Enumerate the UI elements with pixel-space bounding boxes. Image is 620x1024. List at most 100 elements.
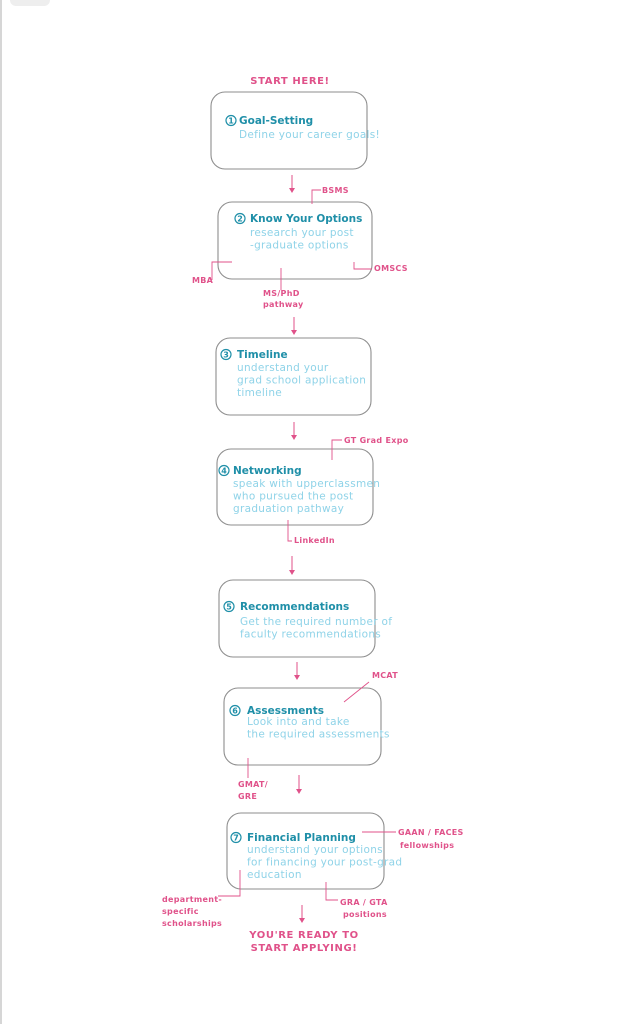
leader-mba [211,261,232,280]
step-description-line: who pursued the post [233,491,353,503]
leader-bsms [311,189,321,204]
annotation-text: MCAT [372,671,398,680]
step-description-line: the required assessments [247,729,390,741]
step-title: Recommendations [240,601,349,613]
step-box-outline [226,812,385,890]
leader-gt-grad-expo [331,439,342,460]
annotation-text: MS/PhD [263,289,300,298]
step-number: 1 [228,117,234,126]
leader-gra-gta [325,882,338,901]
leader-linkedin [287,520,292,542]
step-box-outline [217,201,373,280]
step-number-circle [218,464,230,477]
annotation-mba: MBA [192,276,214,285]
annotation-gmat-gre: GMAT/GRE [238,780,268,801]
step-description-line: research your post [250,227,354,239]
step-number: 3 [223,351,229,360]
step-number-circle [220,348,232,361]
step-number-circle [225,114,237,127]
step-number: 7 [233,834,239,843]
annotation-text: MBA [192,276,214,285]
step-number-circle [234,212,246,225]
annotation-text: OMSCS [374,264,408,273]
start-label: START HERE! [250,76,329,87]
annotation-text: department- [162,895,222,904]
leader-mcat [343,681,370,703]
corner-smudge [10,0,50,6]
step-box-outline [223,687,382,766]
annotation-linkedin: LinkedIn [294,536,335,545]
arrow-step2-to-step3 [291,317,297,335]
step-number: 6 [232,707,238,716]
step-box-outline [216,448,374,526]
annotation-gt-grad-expo: GT Grad Expo [344,436,409,445]
arrow-step7-to-end [299,905,305,923]
step-description-line: understand your [237,362,329,374]
annotation-omscs: OMSCS [374,264,408,273]
annotation-text: GMAT/ [238,780,268,789]
step-box-outline [210,91,368,170]
annotation-text: GAAN / FACES [398,828,464,837]
step-number-circle [229,704,241,717]
step-box-2: 2 Know Your Options research your post-gra… [217,201,373,280]
step-number-circle [230,831,242,844]
leader-department-scholarships [218,870,241,897]
step-description-line: Define your career goals! [239,129,380,141]
annotation-text: positions [343,910,387,919]
step-number: 4 [221,467,227,476]
leader-omscs [353,262,372,270]
step-title: Networking [233,465,302,477]
end-label: YOU'RE READY TO START APPLYING! [248,930,358,954]
annotation-gaann-faces: GAAN / FACES fellowships [398,828,464,850]
step-number-circle [223,600,235,613]
annotation-text: GRA / GTA [340,898,388,907]
step-title: Timeline [237,349,288,361]
annotation-text: LinkedIn [294,536,335,545]
step-description-line: timeline [237,387,282,399]
step-description-line: faculty recommendations [240,629,381,641]
step-description-line: for financing your post-grad [247,857,402,869]
step-description-line: understand your options [247,844,383,856]
step-description-line: Look into and take [247,716,350,728]
annotation-ms-phd: MS/PhD pathway [263,289,304,309]
step-number: 5 [226,603,232,612]
step-description-line: education [247,869,302,881]
annotation-text: scholarships [162,919,222,928]
annotation-text: GRE [238,792,257,801]
step-description-line: graduation pathway [233,503,344,515]
annotation-text: specific [162,907,199,916]
arrow-step6-to-step7 [296,775,302,794]
step-title: Financial Planning [247,832,356,844]
annotation-text: fellowships [400,841,454,850]
step-description-line: grad school application [237,375,366,387]
step-title: Know Your Options [250,213,362,225]
end-label-line: START APPLYING! [251,943,358,954]
annotation-department-scholarships: department-specific scholarships [162,895,222,928]
step-box-outline [215,337,372,416]
step-box-outline [218,579,376,658]
arrow-step5-to-step6 [294,662,300,680]
step-description-line: Get the required number of [240,616,392,628]
arrow-step3-to-step4 [291,422,297,440]
step-description-line: -graduate options [250,240,349,252]
end-label-line: YOU'RE READY TO [248,930,358,941]
annotation-gra-gta: GRA / GTA positions [340,898,388,919]
annotation-text: pathway [263,300,304,309]
step-title: Goal-Setting [239,115,313,127]
annotation-mcat: MCAT [372,671,398,680]
annotation-bsms: BSMS [322,186,348,195]
arrow-step4-to-step5 [289,556,295,575]
annotation-text: GT Grad Expo [344,436,409,445]
step-title: Assessments [247,705,324,717]
step-description-line: speak with upperclassmen [233,478,380,490]
arrow-step1-to-step2 [289,175,295,193]
page-edge [0,0,2,1024]
step-number: 2 [237,215,243,224]
